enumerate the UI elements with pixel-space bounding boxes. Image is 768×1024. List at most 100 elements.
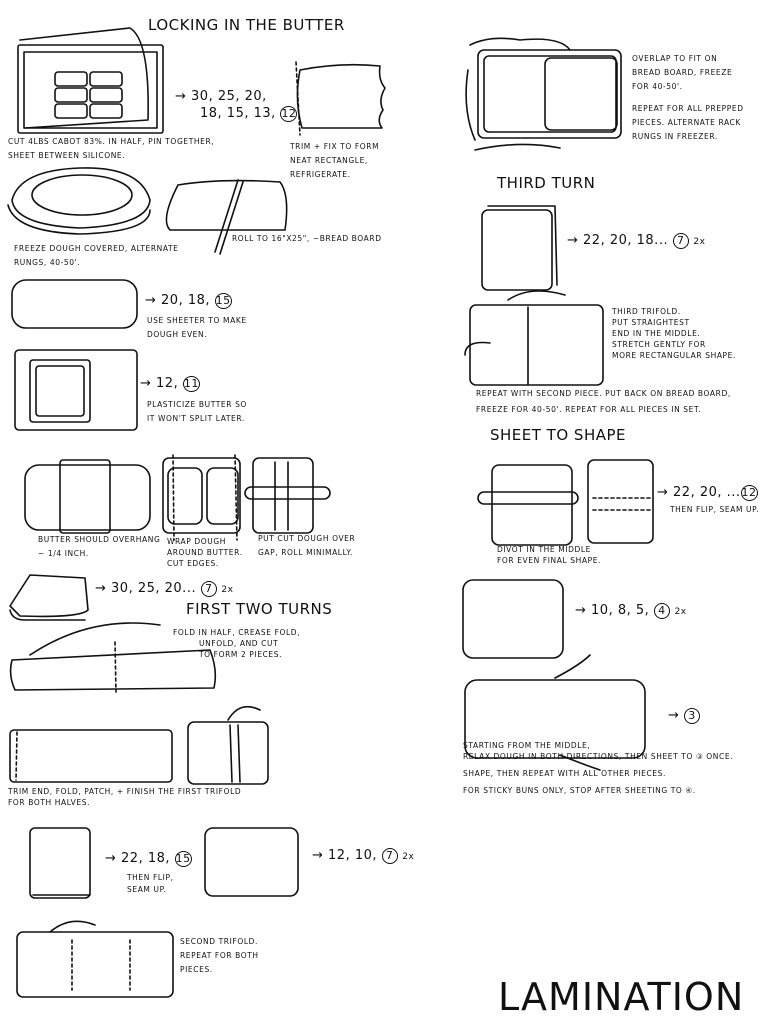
- note-line: around butter.: [167, 548, 243, 557]
- third-turn-block-drawing: [481, 205, 558, 291]
- note: Fold in half, crease fold, unfold, and cu…: [173, 627, 300, 660]
- note: Overlap to fit on bread board, freeze for …: [632, 52, 732, 94]
- note-line: refrigerate.: [290, 170, 351, 179]
- final-setting: 15: [174, 851, 192, 867]
- note-line: rungs, 40-50'.: [14, 258, 81, 267]
- sequence-text: → 10, 8, 5,: [575, 603, 650, 618]
- note: Butter should overhang ~ 1/4 inch.: [38, 533, 160, 561]
- note-line: Trim + fix to form: [290, 142, 380, 151]
- final-setting: 15: [214, 293, 232, 309]
- note-line: seam up.: [127, 885, 167, 894]
- plasticized-butter-drawing: [14, 349, 138, 431]
- butter-overhang-drawing: [24, 459, 151, 534]
- note: Repeat for all preppedpieces. Alternate …: [632, 102, 744, 144]
- note: Trim end, fold, patch, + finish the firs…: [8, 786, 241, 808]
- note: Repeat with second piece. Put back on br…: [476, 386, 731, 418]
- sequence-text: 18, 15, 13,: [200, 106, 276, 121]
- sheeting-sequence: → 22, 18, 15: [105, 850, 192, 867]
- note-line: Second trifold.: [180, 937, 258, 946]
- roll-minimally-drawing: [244, 457, 331, 534]
- overlap-freeze-drawing: [465, 37, 622, 151]
- note-line: sheet between silicone.: [8, 151, 126, 160]
- note: Use sheeter to make dough even.: [147, 314, 247, 342]
- note: Third trifold. Put straightest end in the …: [612, 306, 736, 361]
- sheeting-sequence: → 20, 18, 15: [145, 292, 232, 309]
- second-trifold-drawing: [16, 920, 174, 998]
- fold-in-half-drawing: [9, 622, 217, 693]
- sheeting-sequence: → 22, 20, ...12: [657, 484, 758, 501]
- third-trifold-drawing: [464, 290, 604, 386]
- section-first-two-turns: FIRST TWO TURNS: [186, 600, 333, 618]
- note-line: Overlap to fit on: [632, 54, 718, 63]
- sheeted-dough-drawing: [11, 279, 138, 329]
- note-line: bread board, freeze: [632, 68, 733, 77]
- note-line: Plasticize butter so: [147, 400, 247, 409]
- note-line: Trim end, fold, patch, + finish the firs…: [8, 787, 242, 796]
- note: Plasticize butter so it won't split later…: [147, 398, 247, 426]
- final-setting: 4: [653, 603, 670, 619]
- final-setting: 7: [381, 848, 398, 864]
- sequence-text: → 20, 18,: [145, 293, 211, 308]
- note: Roll to 16"x25", ~bread board: [232, 234, 382, 243]
- dough-block-drawing: [9, 574, 89, 621]
- sheeting-sequence: → 3: [668, 707, 701, 724]
- note-line: it won't split later.: [147, 414, 245, 423]
- note-line: Cut edges.: [167, 559, 219, 568]
- sequence-text: → 22, 20, 18...: [567, 233, 669, 248]
- note-line: dough even.: [147, 330, 208, 339]
- divot-drawing: [477, 459, 654, 546]
- sheeting-sequence: → 30, 25, 20,: [175, 89, 267, 104]
- note-line: Repeat with second piece. Put back on br…: [476, 389, 731, 398]
- note-line: end in the middle.: [612, 329, 701, 338]
- sequence-text: → 22, 20, ...: [657, 485, 741, 500]
- frozen-dough-drawing: [7, 167, 151, 235]
- first-trifold-drawing: [9, 705, 269, 785]
- note: Divot in the middlefor even final shape.: [497, 544, 601, 566]
- note-line: Shape, then repeat with all other pieces…: [463, 769, 666, 778]
- sheeting-sequence: 18, 15, 13, 12: [200, 105, 298, 122]
- note-line: neat rectangle,: [290, 156, 368, 165]
- note: Then flip, seam up.: [670, 505, 760, 514]
- note-line: for 40-50'.: [632, 82, 683, 91]
- final-sheet-drawing: [464, 654, 646, 771]
- note-line: Then flip,: [127, 873, 174, 882]
- final-setting: 12: [740, 485, 758, 501]
- final-setting: 7: [672, 233, 689, 249]
- note: Freeze dough covered, alternaterungs, 40…: [14, 242, 179, 270]
- repeat-count: 2x: [674, 607, 687, 617]
- note-line: gap, roll minimally.: [258, 548, 354, 557]
- note-line: ~ 1/4 inch.: [38, 549, 89, 558]
- repeat-count: 2x: [402, 852, 415, 862]
- note-line: Butter should overhang: [38, 535, 161, 544]
- note: Second trifold.Repeat for bothpieces.: [180, 935, 259, 977]
- note-line: freeze for 40-50'. Repeat for all pieces…: [476, 405, 702, 414]
- sheeting-sequence: → 10, 8, 5, 4 2x: [575, 602, 687, 621]
- note-line: Fold in half, crease fold,: [173, 628, 301, 637]
- note: Starting from the middle,relax dough in …: [463, 740, 733, 796]
- note-line: more rectangular shape.: [612, 351, 736, 360]
- final-setting: 3: [684, 708, 701, 724]
- note-line: Third trifold.: [612, 307, 681, 316]
- note-line: Use sheeter to make: [147, 316, 247, 325]
- note: Put cut dough over gap, roll minimally.: [258, 532, 355, 560]
- note-line: to form 2 pieces.: [199, 650, 283, 659]
- repeat-count: 2x: [221, 585, 234, 595]
- section-locking-in-butter: LOCKING IN THE BUTTER: [148, 16, 345, 34]
- note-line: Put straightest: [612, 318, 690, 327]
- note-line: Put cut dough over: [258, 534, 356, 543]
- sheeting-sequence: → 12, 10, 7 2x: [312, 847, 414, 866]
- note-line: Divot in the middle: [497, 545, 591, 554]
- sheeting-sequence: → 22, 20, 18... 7 2x: [567, 232, 705, 251]
- sheeted-sheet-drawing: [462, 579, 564, 659]
- note-line: for both halves.: [8, 798, 91, 807]
- wrap-dough-drawing: [162, 454, 241, 541]
- note-line: unfold, and cut: [199, 639, 279, 648]
- note-line: For sticky buns only, stop after sheetin…: [463, 786, 696, 795]
- final-setting: 12: [280, 106, 298, 122]
- sequence-text: → 12,: [140, 376, 179, 391]
- note: Then flip, seam up.: [127, 872, 174, 896]
- note-line: Repeat for both: [180, 951, 259, 960]
- page-title: LAMINATION: [498, 975, 745, 1019]
- note: Cut 4lbs Cabot 83%. In half, pin togethe…: [8, 135, 214, 163]
